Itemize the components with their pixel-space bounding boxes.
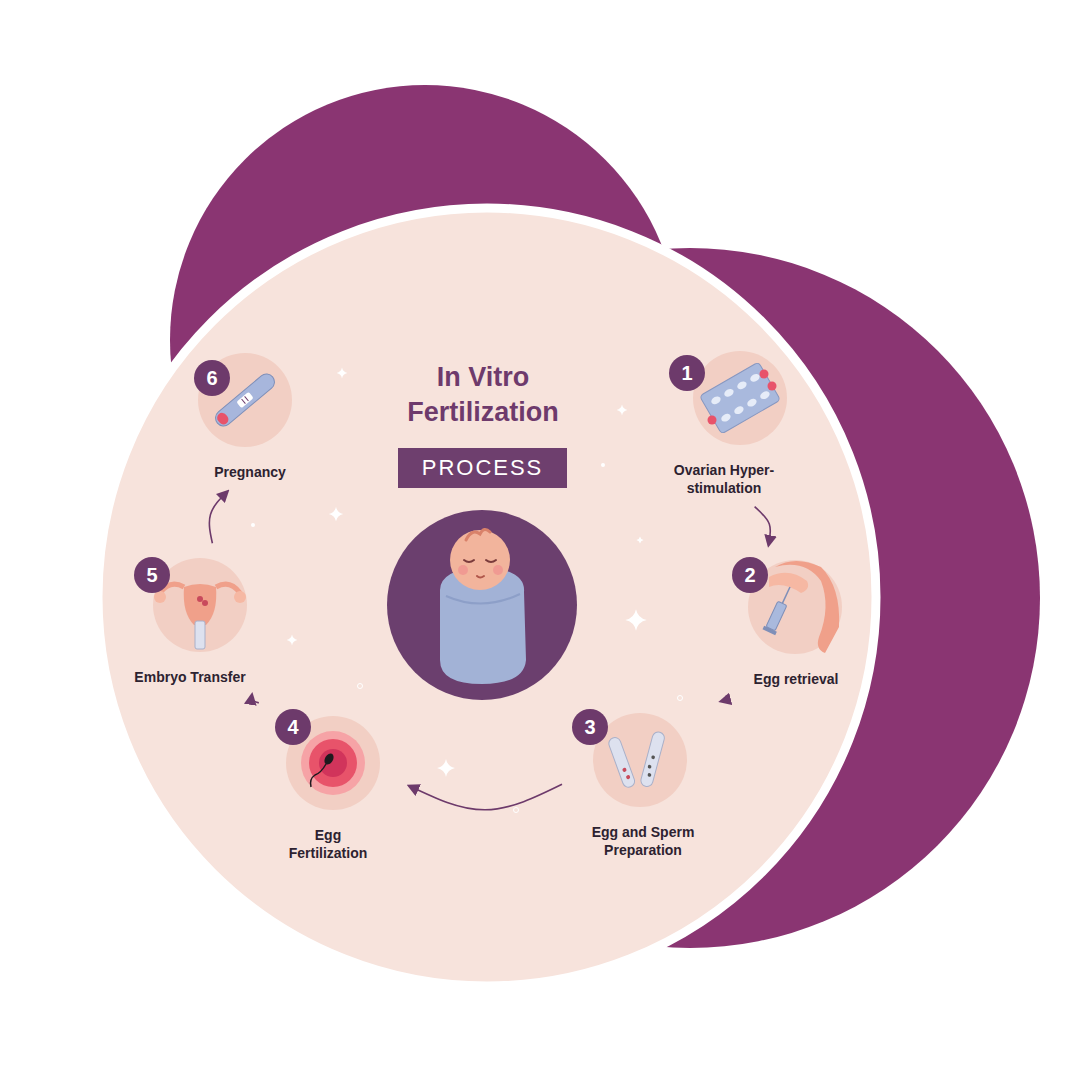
sparkles <box>251 368 683 813</box>
step-number: 6 <box>194 360 230 396</box>
step-label: Ovarian Hyper- stimulation <box>664 462 784 497</box>
step-label: Egg and Sperm Preparation <box>583 824 703 859</box>
step-number: 5 <box>134 557 170 593</box>
step-label: Embryo Transfer <box>115 669 265 687</box>
step-label: Egg Fertilization <box>280 827 376 862</box>
step-label: Egg retrieval <box>731 671 861 689</box>
step-number: 1 <box>669 355 705 391</box>
flow-arrow <box>252 695 259 703</box>
main-circle <box>98 208 876 986</box>
process-step: 1Ovarian Hyper- stimulation <box>649 342 799 501</box>
box-label: PROCESS <box>422 455 544 481</box>
baby-illustration <box>387 510 577 700</box>
process-box: PROCESS <box>398 448 567 488</box>
process-step: 4Egg Fertilization <box>253 707 403 866</box>
flow-arrow <box>755 507 771 546</box>
process-step: 2Egg retrieval <box>721 551 871 693</box>
diagram-title: In Vitro Fertilization <box>378 360 588 430</box>
step-number: 2 <box>732 557 768 593</box>
pill-pack-icon <box>693 351 787 445</box>
flow-arrow <box>409 784 562 809</box>
flow-arrow <box>209 491 227 543</box>
step-label: Pregnancy <box>190 464 310 482</box>
flow-arrow <box>721 695 727 701</box>
step-number: 3 <box>572 709 608 745</box>
step-number: 4 <box>275 709 311 745</box>
process-step: 3Egg and Sperm Preparation <box>568 704 718 863</box>
process-step: 6Pregnancy <box>175 344 325 486</box>
process-step: 5Embryo Transfer <box>110 549 270 691</box>
